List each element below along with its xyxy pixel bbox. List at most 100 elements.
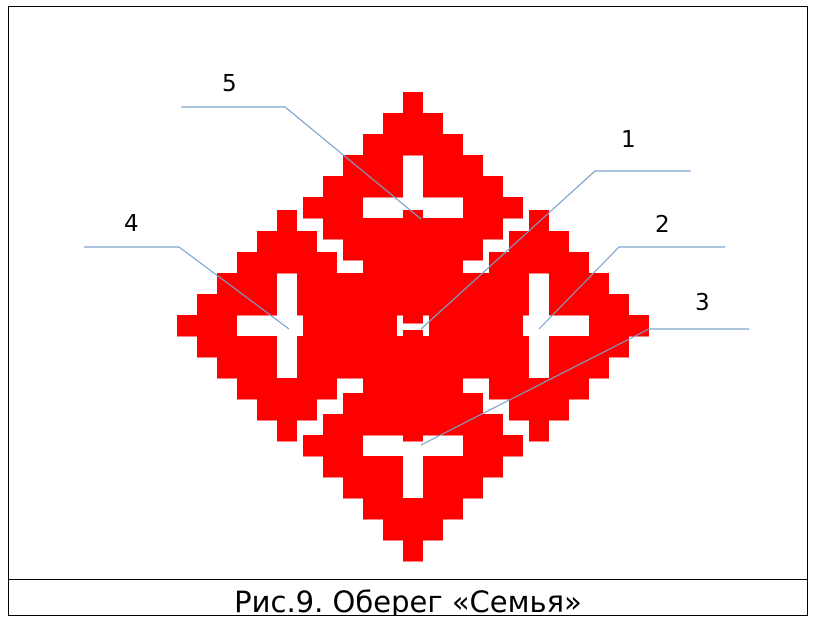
ornament-block bbox=[363, 155, 383, 177]
ornament-block bbox=[403, 540, 423, 562]
ornament-block bbox=[509, 336, 529, 358]
ornament-block bbox=[503, 315, 523, 337]
ornament-block bbox=[423, 477, 443, 499]
motif-left bbox=[177, 210, 397, 442]
ornament-block bbox=[423, 176, 443, 198]
ornament-block bbox=[403, 231, 423, 253]
ornament-block bbox=[449, 315, 469, 337]
ornament-block bbox=[383, 477, 403, 499]
ornament-block bbox=[343, 239, 363, 261]
ornament-block bbox=[357, 315, 377, 337]
ornament-block bbox=[423, 456, 443, 478]
ornament-block bbox=[509, 231, 529, 253]
ornament-block bbox=[489, 378, 509, 400]
ornament-block bbox=[357, 294, 377, 316]
ornament-block bbox=[549, 294, 569, 316]
ornament-block bbox=[297, 399, 317, 421]
ornament-block bbox=[317, 273, 337, 295]
ornament-block bbox=[469, 294, 489, 316]
ornament-block bbox=[297, 294, 317, 316]
ornament-block bbox=[343, 176, 363, 198]
ornament-block bbox=[217, 315, 237, 337]
ornament-block bbox=[303, 315, 323, 337]
ornament-block bbox=[469, 315, 489, 337]
ornament-block bbox=[443, 260, 463, 282]
ornament-block bbox=[423, 113, 443, 135]
ornament-block bbox=[383, 414, 403, 436]
ornament-block bbox=[237, 336, 257, 358]
ornament-block bbox=[343, 435, 363, 457]
label-2: 2 bbox=[655, 212, 670, 238]
ornament-block bbox=[489, 252, 509, 274]
motif-top bbox=[303, 92, 523, 324]
ornament-block bbox=[403, 92, 423, 114]
number-labels: 5 1 4 2 3 bbox=[124, 71, 710, 316]
ornament-block bbox=[343, 155, 363, 177]
ornament-block bbox=[237, 357, 257, 379]
ornament-block bbox=[257, 336, 277, 358]
ornament-block bbox=[403, 113, 423, 135]
ornament-block bbox=[277, 252, 297, 274]
ornament-block bbox=[403, 330, 423, 352]
ornament-block bbox=[297, 252, 317, 274]
ornament-block bbox=[489, 294, 509, 316]
ornament-block bbox=[443, 239, 463, 261]
ornament-block bbox=[403, 281, 423, 303]
ornament-block bbox=[403, 372, 423, 394]
ornament-block bbox=[443, 477, 463, 499]
ornament-block bbox=[509, 357, 529, 379]
ornament-block bbox=[297, 273, 317, 295]
ornament-block bbox=[363, 414, 383, 436]
ornament-block bbox=[343, 218, 363, 240]
ornament-block bbox=[463, 176, 483, 198]
ornament-block bbox=[443, 176, 463, 198]
ornament-block bbox=[383, 134, 403, 156]
ornament-block bbox=[383, 155, 403, 177]
ornament-block bbox=[483, 435, 503, 457]
ornament-block bbox=[403, 302, 423, 324]
ornament-block bbox=[589, 294, 609, 316]
ornament-block bbox=[429, 315, 449, 337]
ornament-block bbox=[423, 519, 443, 541]
ornament-block bbox=[317, 252, 337, 274]
ornament-block bbox=[423, 372, 443, 394]
ornament-block bbox=[343, 477, 363, 499]
ornament-block bbox=[383, 218, 403, 240]
ornament-block bbox=[489, 273, 509, 295]
ornament-block bbox=[529, 420, 549, 442]
ornament-block bbox=[423, 393, 443, 415]
ornament-block bbox=[197, 294, 217, 316]
ornament-block bbox=[257, 357, 277, 379]
motif-center bbox=[303, 210, 523, 442]
ornament-block bbox=[383, 260, 403, 282]
ornament-block bbox=[363, 477, 383, 499]
ornament-block bbox=[423, 281, 443, 303]
label-4: 4 bbox=[124, 211, 139, 237]
ornament-block bbox=[343, 456, 363, 478]
ornament-block bbox=[323, 197, 343, 219]
ornament-block bbox=[423, 218, 443, 240]
ornament-block bbox=[257, 294, 277, 316]
ornament-block bbox=[423, 498, 443, 520]
ornament-block bbox=[297, 231, 317, 253]
ornament-block bbox=[363, 456, 383, 478]
ornament-block bbox=[609, 336, 629, 358]
ornament-block bbox=[549, 378, 569, 400]
ornament-block bbox=[277, 399, 297, 421]
ornament-block bbox=[463, 218, 483, 240]
figure-frame: 5 1 4 2 3 Рис.9. Оберег «Семья» bbox=[8, 6, 808, 616]
ornament-block bbox=[217, 336, 237, 358]
ornament-block bbox=[463, 435, 483, 457]
ornament-block bbox=[463, 239, 483, 261]
ornament-block bbox=[549, 252, 569, 274]
ornament-block bbox=[403, 399, 423, 421]
ornament-block bbox=[423, 134, 443, 156]
ornament-block bbox=[337, 357, 357, 379]
ornament-block bbox=[217, 357, 237, 379]
ornament-block bbox=[237, 378, 257, 400]
ornament-block bbox=[317, 294, 337, 316]
label-3: 3 bbox=[695, 290, 710, 316]
ornament-block bbox=[323, 414, 343, 436]
figure-area: 5 1 4 2 3 bbox=[9, 7, 807, 580]
ornament-block bbox=[343, 197, 363, 219]
